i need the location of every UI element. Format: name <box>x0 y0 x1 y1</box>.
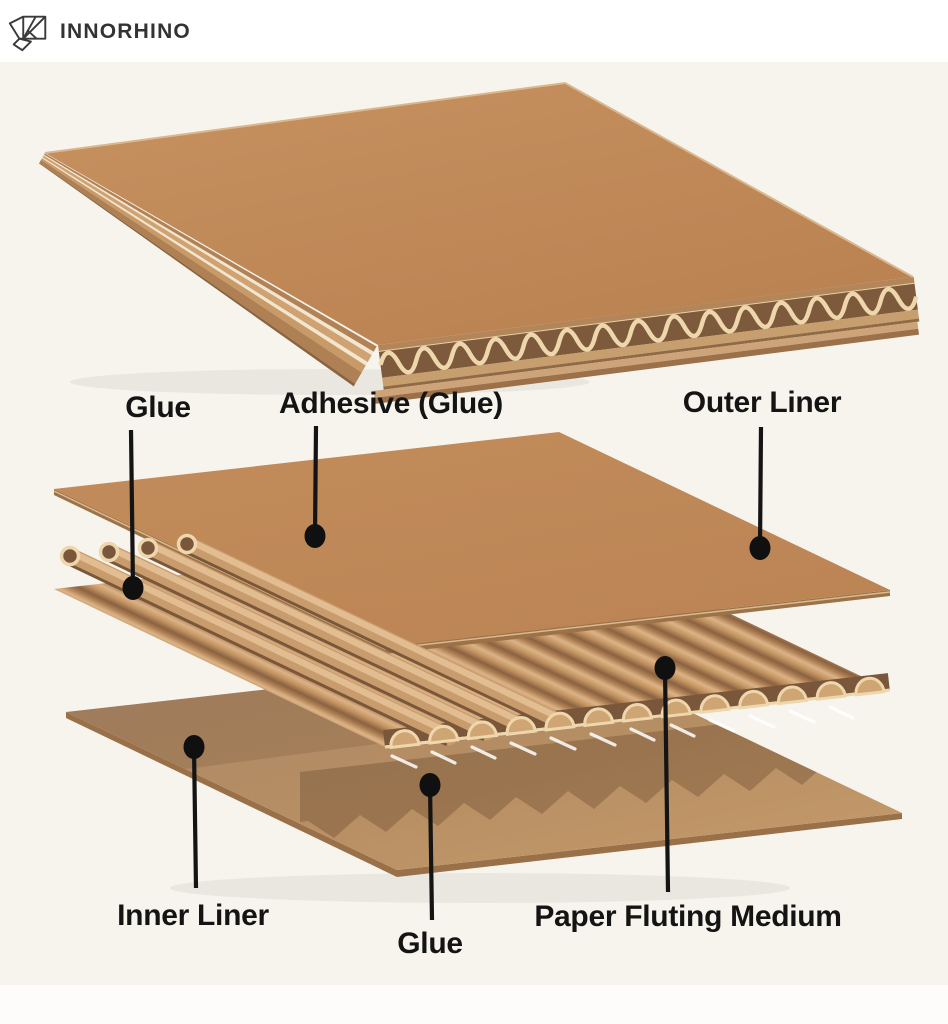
adhesive-dot <box>304 524 326 548</box>
glue-top-dot <box>122 576 144 600</box>
label-adhesive-glue: Adhesive (Glue) <box>279 387 503 420</box>
origami-rhino-logo-icon <box>8 15 47 52</box>
assembled-board <box>39 81 920 404</box>
fluting-dot <box>654 656 676 680</box>
photo-bottom-fade <box>0 985 948 1024</box>
top-face-edge-highlight <box>44 81 914 278</box>
fluting-wave-edge-front <box>384 711 584 749</box>
fluting-leader-line <box>662 667 671 893</box>
flute-wave-profile <box>378 286 919 375</box>
inner-liner-dot <box>183 735 205 759</box>
leader-lines <box>128 425 764 921</box>
glue-top-leader-line <box>128 429 136 589</box>
glue-bottom-dot <box>419 773 441 797</box>
exploded-view <box>53 432 902 903</box>
glue-line-highlights <box>390 705 855 769</box>
outer-liner-leader-line <box>757 426 764 549</box>
flute-cast-shadow <box>300 706 880 838</box>
assembled-top-face <box>45 83 913 345</box>
brand-logo[interactable]: INNORHINO <box>6 6 191 58</box>
adhesive-leader-line <box>312 425 319 537</box>
label-glue-bottom: Glue <box>397 927 463 960</box>
label-outer-liner: Outer Liner <box>682 386 842 419</box>
leader-dots <box>122 524 771 797</box>
label-glue-top: Glue <box>125 391 191 424</box>
label-inner-liner: Inner Liner <box>117 899 269 932</box>
outer-liner-dot <box>749 536 771 560</box>
label-fluting-medium: Paper Fluting Medium <box>534 900 842 933</box>
assembled-flute-edge <box>373 276 920 404</box>
glue-bottom-leader-line <box>427 784 435 921</box>
brand-name: INNORHINO <box>60 20 191 43</box>
assembled-layer-edge <box>39 153 377 387</box>
inner-liner-leader-line <box>191 746 199 889</box>
